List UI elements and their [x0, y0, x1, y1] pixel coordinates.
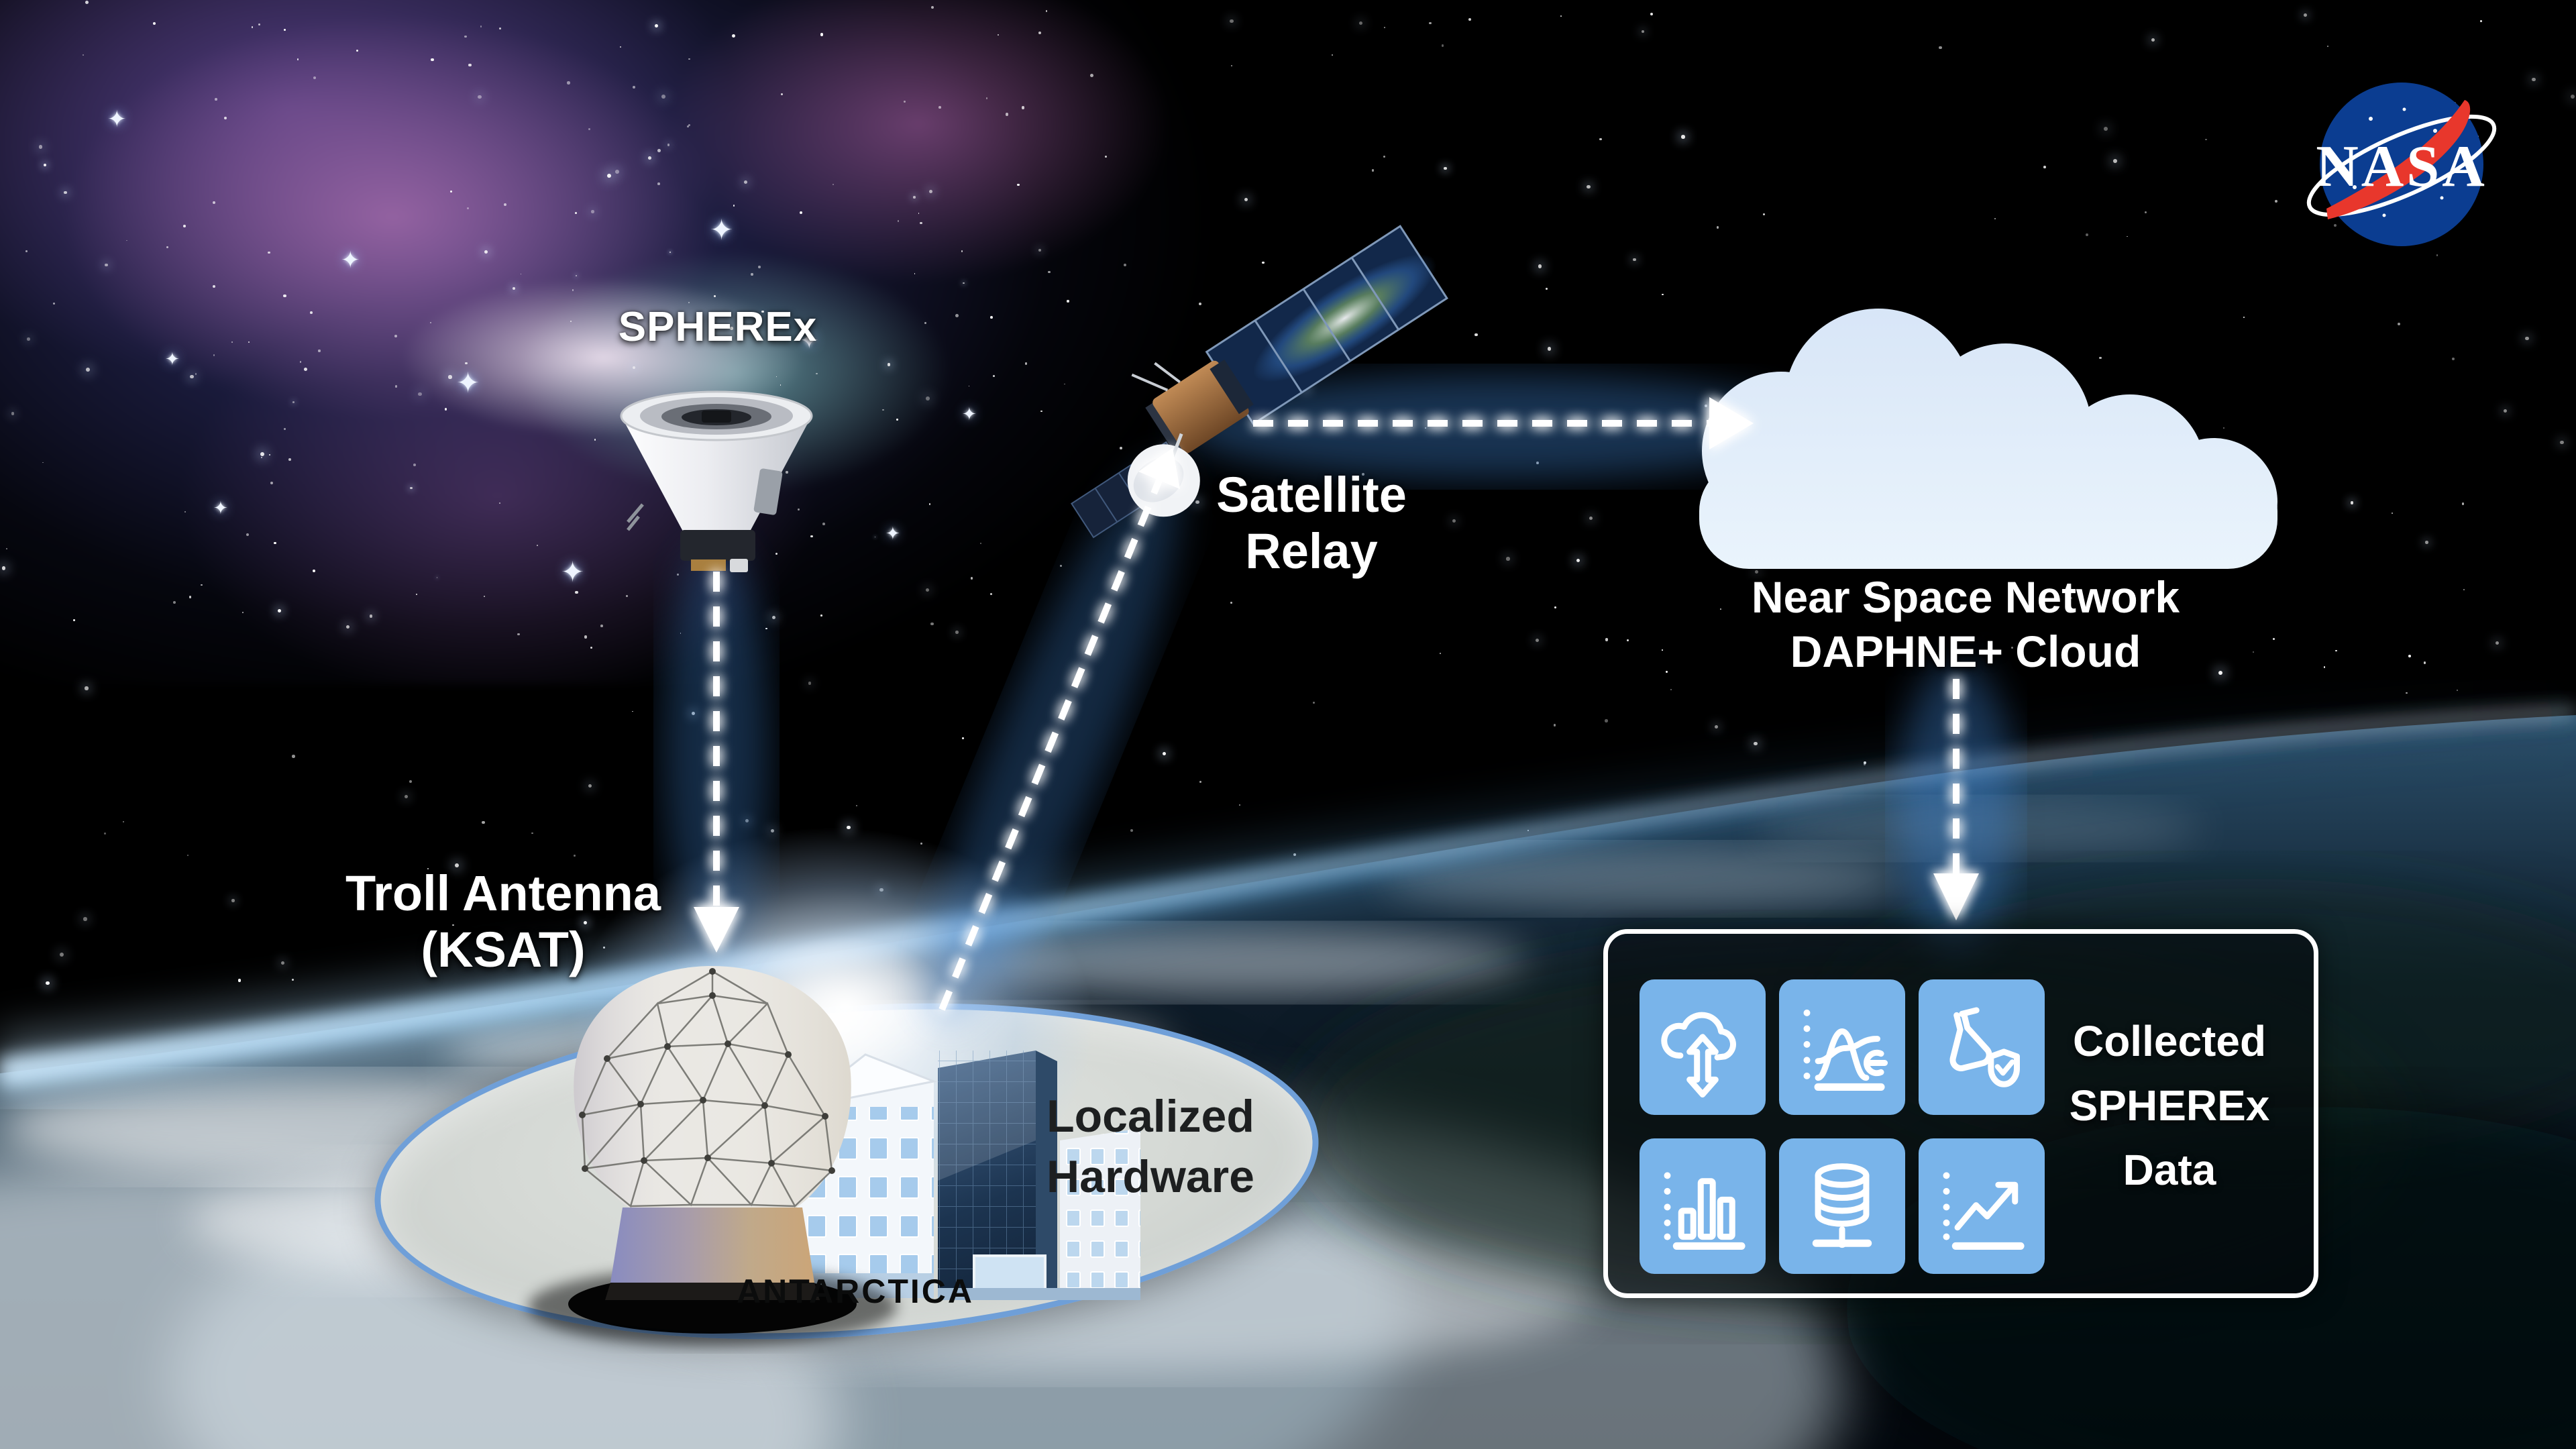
nasa-logo: NASA: [2306, 83, 2497, 246]
flask-shield-icon: [1949, 1007, 2020, 1087]
tile-flask-shield: [1919, 979, 2045, 1115]
tile-database: [1779, 1138, 1905, 1274]
localized-line1: Localized: [1046, 1091, 1254, 1142]
collected-line1: Collected: [2072, 1017, 2267, 1065]
bar-chart-icon: [1664, 1172, 1746, 1250]
spherex-label: SPHEREx: [618, 304, 818, 350]
localized-hardware-label: Localized Hardware: [986, 1087, 1315, 1208]
cloud-to-data-arrow: [1933, 679, 1979, 920]
nsn-cloud-shape: [1699, 309, 2277, 569]
tile-cloud-transfer: [1640, 979, 1766, 1115]
spherex-to-troll-arrow: [694, 572, 739, 953]
nsn-line1: Near Space Network: [1751, 572, 2180, 622]
nsn-line2: DAPHNE+ Cloud: [1790, 626, 2141, 676]
troll-radome: [528, 966, 897, 1346]
nsn-cloud-label: Near Space Network DAPHNE+ Cloud: [1644, 570, 2288, 678]
satellite-relay-label: Satellite Relay: [1147, 467, 1476, 580]
collected-line2: SPHEREx: [2069, 1081, 2270, 1130]
antarctica-label: ANTARCTICA: [736, 1273, 975, 1310]
collected-line3: Data: [2123, 1146, 2216, 1194]
satellite-to-cloud-arrow: [1253, 397, 1754, 449]
nasa-wordmark: NASA: [2316, 134, 2487, 199]
database-icon: [1812, 1163, 1872, 1248]
collected-data-label: Collected SPHEREx Data: [2019, 1009, 2320, 1202]
tile-bar-chart: [1640, 1138, 1766, 1274]
tile-trend-graph: [1919, 1138, 2045, 1274]
ground-to-satellite-arrow: [938, 448, 1180, 1011]
spectral-curves-icon: [1803, 1009, 1888, 1091]
relay-satellite: [1070, 225, 1448, 539]
spherex-telescope: [620, 390, 813, 572]
localized-line2: Hardware: [1046, 1150, 1254, 1202]
trend-graph-icon: [1943, 1172, 2025, 1250]
collected-data-panel: Collected SPHEREx Data: [1603, 929, 2318, 1298]
satellite-line1: Satellite: [1216, 467, 1407, 523]
troll-line1: Troll Antenna: [345, 865, 661, 921]
tile-spectral-curves: [1779, 979, 1905, 1115]
troll-line2: (KSAT): [421, 922, 586, 978]
cloud-transfer-icon: [1661, 1012, 1736, 1097]
troll-antenna-label: Troll Antenna (KSAT): [248, 865, 758, 979]
satellite-line2: Relay: [1245, 523, 1378, 580]
